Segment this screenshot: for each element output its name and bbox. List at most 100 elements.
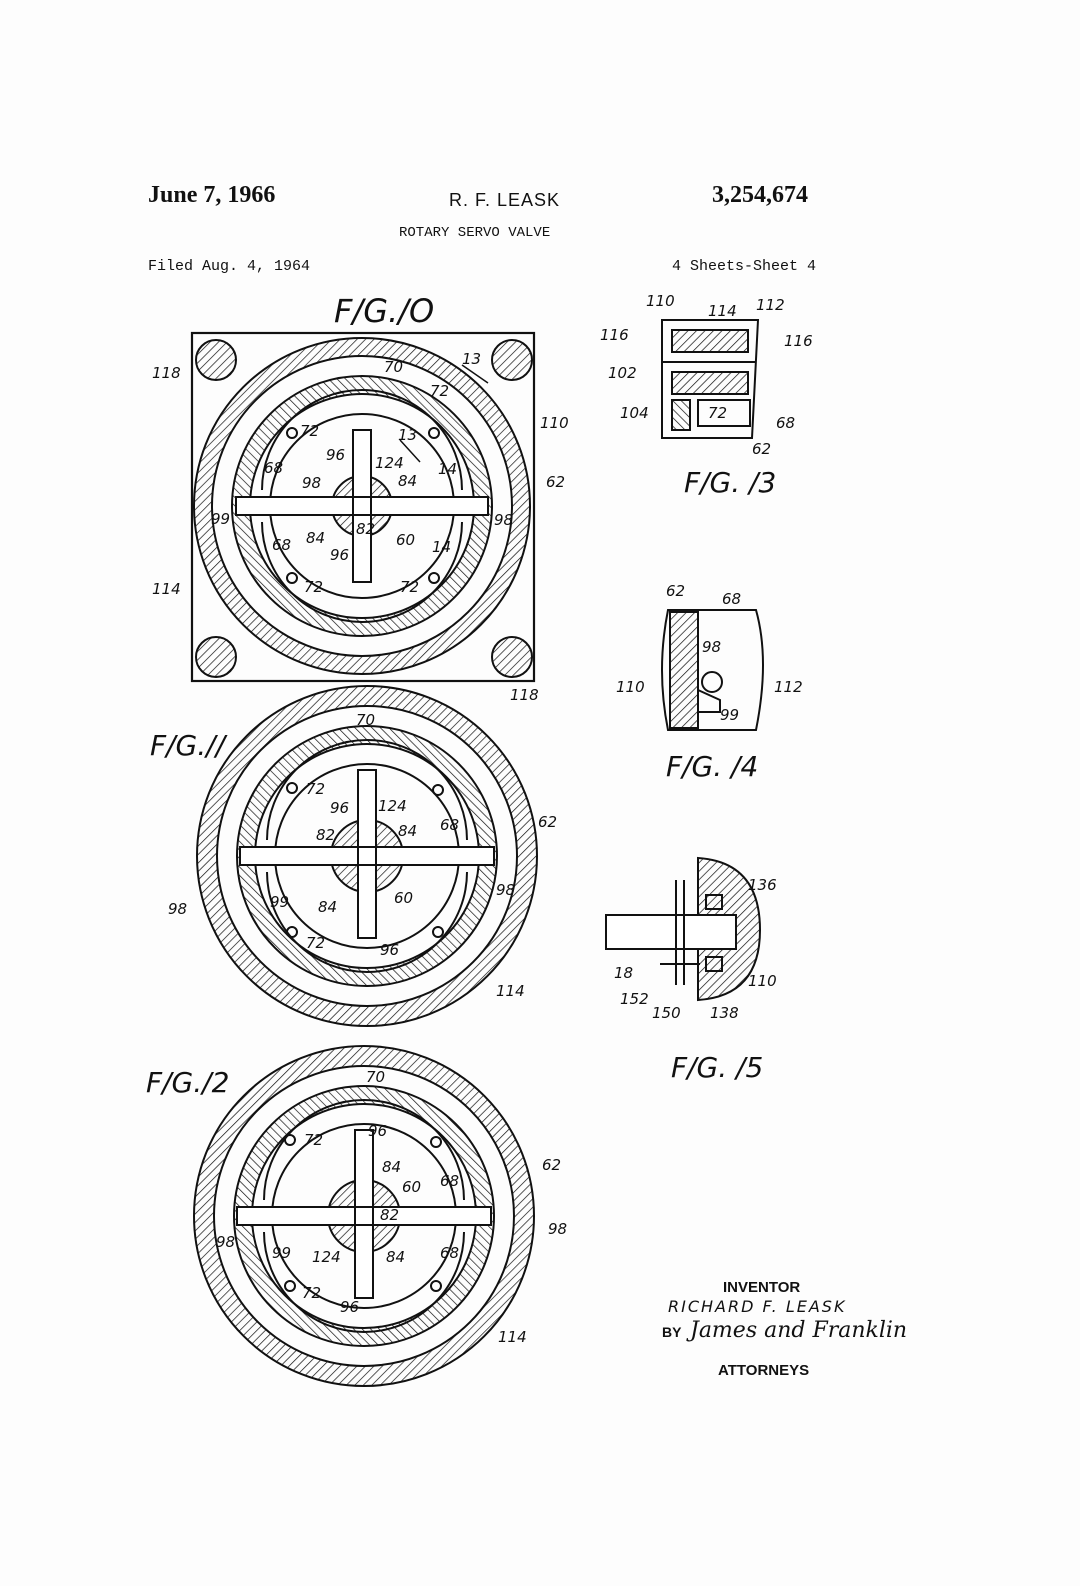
- fig12-label: 99: [272, 1244, 291, 1262]
- fig12-label: 96: [340, 1298, 359, 1316]
- fig11-label: 96: [330, 799, 349, 817]
- fig12-label: 96: [368, 1122, 387, 1140]
- fig10-label: 114: [152, 580, 181, 598]
- fig10-label: 72: [304, 578, 323, 596]
- inventor-name: RICHARD F. LEASK: [668, 1297, 847, 1316]
- fig15-label: 18: [614, 964, 633, 982]
- fig15-labels: 136 18 110 152 150 138: [614, 876, 777, 1022]
- fig10-label: 118: [510, 686, 539, 704]
- fig10-label: 72: [400, 578, 419, 596]
- fig14-caption: F/G. /4: [666, 750, 758, 783]
- fig11-label: 98: [168, 900, 187, 918]
- fig10-label: 14: [438, 460, 457, 478]
- fig10-label: 98: [302, 474, 321, 492]
- fig10-labels: 118 70 13 72 110 72 13 96 124 14 68 98 8…: [152, 350, 569, 704]
- fig12-labels: 70 72 96 62 84 60 68 82 98 98 99 124 84 …: [216, 1068, 567, 1346]
- fig10-label: 84: [398, 472, 417, 490]
- fig10-label: 96: [326, 446, 345, 464]
- fig12-label: 68: [440, 1172, 459, 1190]
- fig14-drawing: [661, 609, 764, 731]
- header-inventor: R. F. LEASK: [449, 190, 561, 210]
- fig10-caption: F/G./O: [334, 292, 434, 330]
- fig12-label: 62: [542, 1156, 561, 1174]
- fig11-label: 84: [398, 822, 417, 840]
- attorney-signature: James and Franklin: [690, 1318, 908, 1343]
- fig11-label: 98: [496, 881, 515, 899]
- fig11-label: 114: [496, 982, 525, 1000]
- fig15-label: 152: [620, 990, 649, 1008]
- patent-date: June 7, 1966: [148, 182, 276, 208]
- fig10-label: 13: [462, 350, 481, 368]
- fig12-label: 72: [304, 1131, 323, 1149]
- fig11-label: 60: [394, 889, 413, 907]
- fig13-label: 62: [752, 440, 771, 458]
- fig11-drawing: [196, 685, 538, 1027]
- fig10-label: 84: [306, 529, 325, 547]
- fig12-label: 114: [498, 1328, 527, 1346]
- fig11-label: 70: [356, 711, 375, 729]
- fig11-label: 124: [378, 797, 407, 815]
- fig10-label: 72: [300, 422, 319, 440]
- fig14-label: 62: [666, 582, 685, 600]
- fig13-label: 112: [756, 296, 785, 314]
- fig15-label: 136: [748, 876, 777, 894]
- fig13-drawing: [661, 319, 760, 439]
- fig13-labels: 110 114 112 116 116 102 104 72 68 62: [600, 292, 813, 458]
- fig11-label: 68: [440, 816, 459, 834]
- fig14-labels: 62 68 98 110 112 99: [616, 582, 803, 724]
- by-label: BY: [662, 1324, 682, 1340]
- fig12-label: 84: [382, 1158, 401, 1176]
- fig11-label: 84: [318, 898, 337, 916]
- fig11-label: 62: [538, 813, 557, 831]
- fig12-label: 68: [440, 1244, 459, 1262]
- fig10-label: 72: [430, 382, 449, 400]
- fig14-label: 98: [702, 638, 721, 656]
- fig10-label: 13: [398, 426, 417, 444]
- fig13-label: 102: [608, 364, 637, 382]
- fig14-label: 99: [720, 706, 739, 724]
- fig12-drawing: [193, 1045, 535, 1387]
- fig12-label: 82: [380, 1206, 399, 1224]
- fig10-label: 70: [384, 358, 403, 376]
- fig15-drawing: [605, 856, 762, 1002]
- fig14-label: 68: [722, 590, 741, 608]
- fig13-caption: F/G. /3: [684, 466, 776, 499]
- attorneys-label: ATTORNEYS: [718, 1362, 810, 1379]
- fig11-label: 96: [380, 941, 399, 959]
- inventor-heading: INVENTOR: [723, 1279, 801, 1296]
- fig12-label: 72: [302, 1284, 321, 1302]
- fig15-caption: F/G. /5: [671, 1051, 763, 1084]
- fig10-label: 124: [375, 454, 404, 472]
- fig10-label: 110: [540, 414, 569, 432]
- fig15-label: 110: [748, 972, 777, 990]
- fig11-label: 72: [306, 780, 325, 798]
- fig14-label: 110: [616, 678, 645, 696]
- fig11-label: 72: [306, 934, 325, 952]
- fig15-label: 138: [710, 1004, 739, 1022]
- fig13-label: 68: [776, 414, 795, 432]
- fig10-label: 82: [356, 520, 375, 538]
- fig10-label: 14: [432, 538, 451, 556]
- fig10-label: 68: [272, 536, 291, 554]
- patent-title: ROTARY SERVO VALVE: [399, 225, 551, 241]
- sheet-count: 4 Sheets-Sheet 4: [672, 258, 817, 275]
- fig10-label: 98: [494, 511, 513, 529]
- fig12-label: 70: [366, 1068, 385, 1086]
- fig10-drawing: [190, 331, 536, 683]
- fig14-label: 112: [774, 678, 803, 696]
- fig10-label: 60: [396, 531, 415, 549]
- fig11-label: 99: [270, 893, 289, 911]
- filed-date: Filed Aug. 4, 1964: [148, 258, 311, 275]
- fig12-label: 124: [312, 1248, 341, 1266]
- fig12-label: 60: [402, 1178, 421, 1196]
- fig12-label: 98: [216, 1233, 235, 1251]
- fig10-label: 68: [264, 459, 283, 477]
- fig13-label: 72: [708, 404, 727, 422]
- fig13-label: 116: [784, 332, 813, 350]
- fig11-label: 82: [316, 826, 335, 844]
- fig11-caption: F/G.//: [150, 729, 228, 762]
- fig15-label: 150: [652, 1004, 681, 1022]
- fig11-labels: 70 72 96 124 62 82 84 68 98 98 99 84 60 …: [168, 711, 557, 1000]
- fig13-label: 104: [620, 404, 649, 422]
